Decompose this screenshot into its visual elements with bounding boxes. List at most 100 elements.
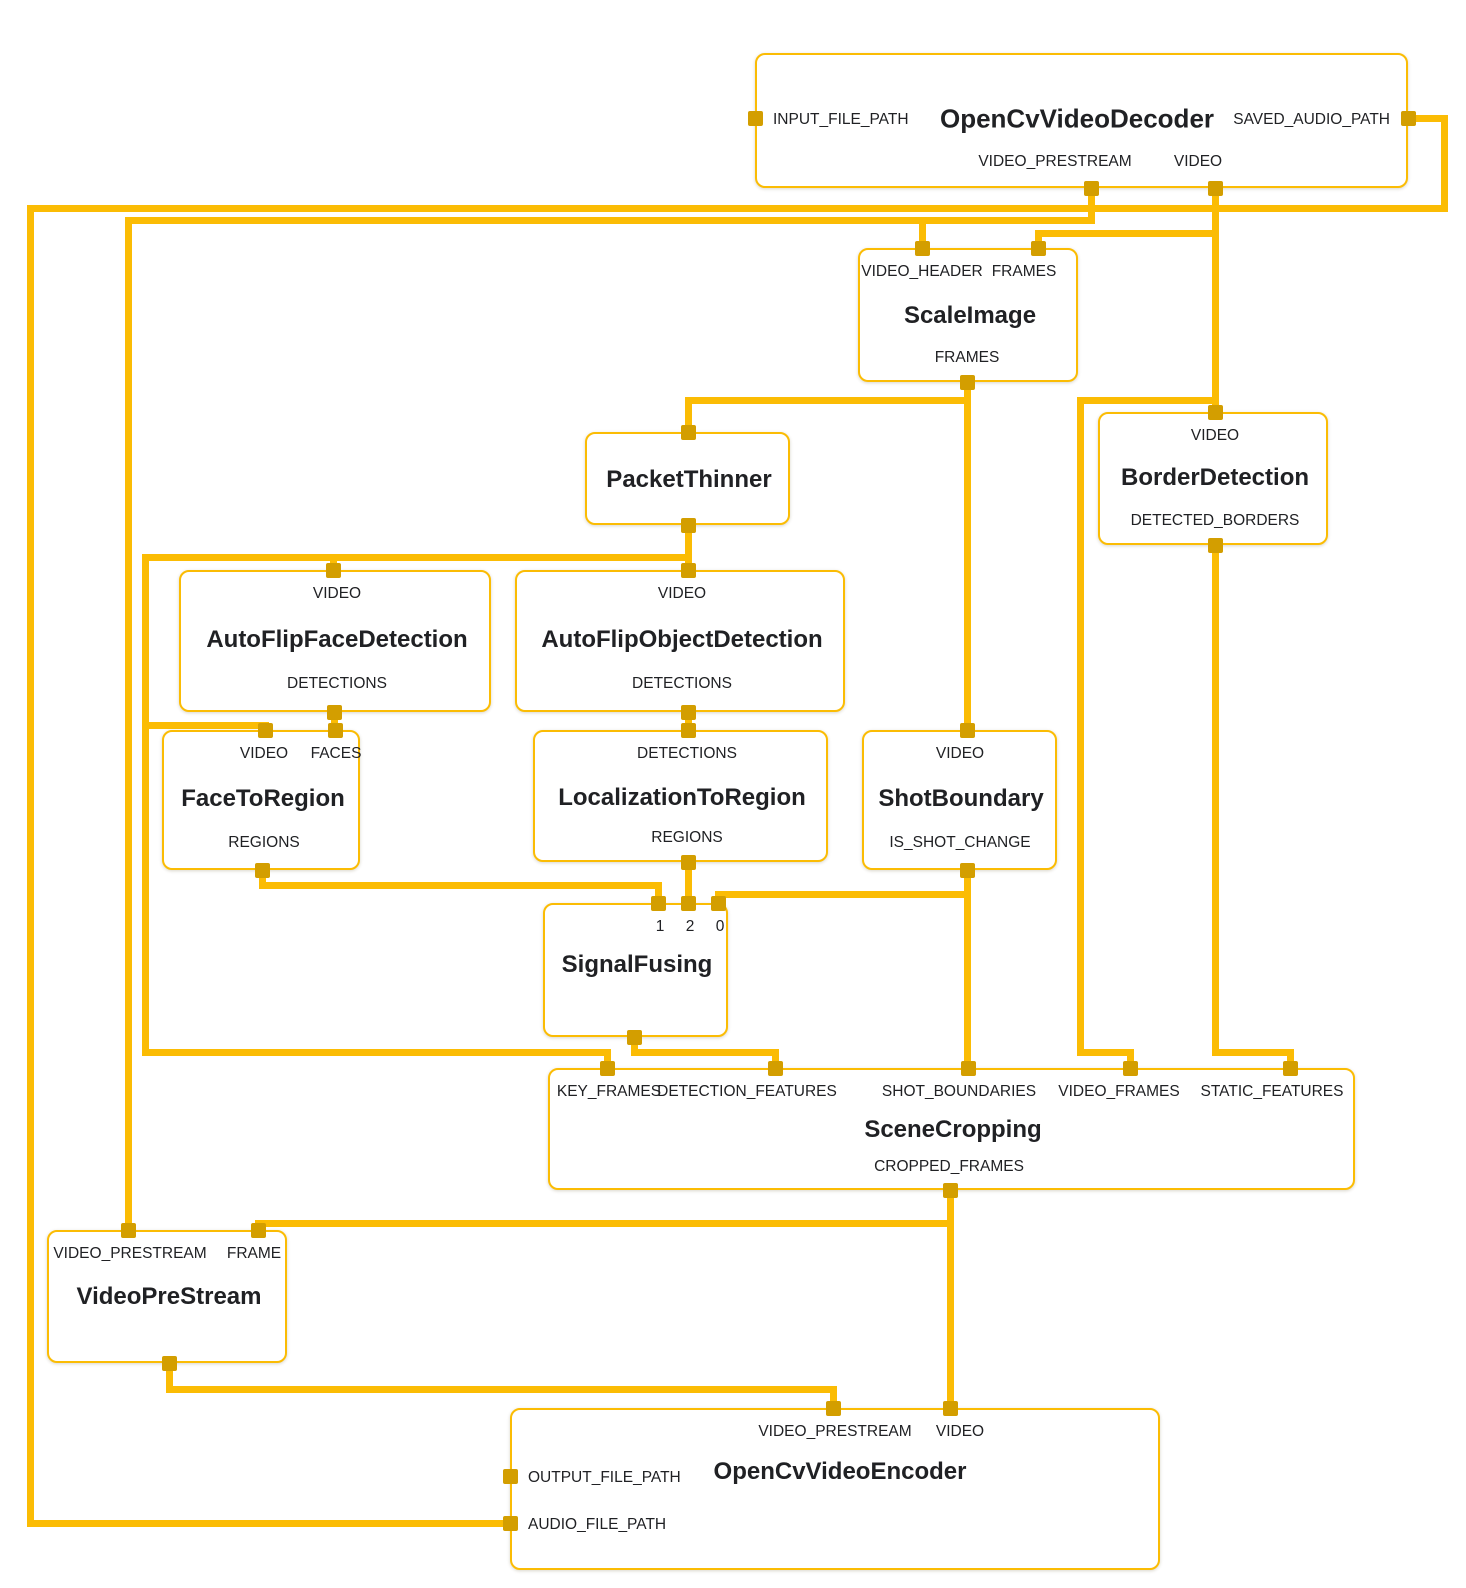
- port-label-1: 1: [655, 918, 665, 935]
- port[interactable]: [327, 722, 343, 738]
- node-localizationtoregion[interactable]: DETECTIONS LocalizationToRegion REGIONS: [533, 730, 828, 862]
- port[interactable]: [1207, 180, 1223, 196]
- port[interactable]: [680, 517, 696, 533]
- edge-wire: [1076, 1048, 1134, 1056]
- port[interactable]: [120, 1222, 136, 1238]
- edge-wire: [771, 1048, 779, 1072]
- edge-wire: [1211, 184, 1219, 416]
- port-label-shot-boundaries: SHOT_BOUNDARIES: [881, 1083, 1037, 1100]
- port-label-detections: DETECTIONS: [632, 675, 732, 692]
- port[interactable]: [914, 240, 930, 256]
- port-label-saved-audio-path: SAVED_AUDIO_PATH: [1233, 111, 1390, 128]
- port[interactable]: [680, 424, 696, 440]
- port[interactable]: [650, 895, 666, 911]
- node-scaleimage[interactable]: VIDEO_HEADER FRAMES ScaleImage FRAMES: [858, 248, 1078, 382]
- port[interactable]: [747, 110, 763, 126]
- port-label-video-prestream: VIDEO_PRESTREAM: [758, 1423, 912, 1440]
- node-videoprestream[interactable]: VIDEO_PRESTREAM FRAME VideoPreStream: [47, 1230, 287, 1363]
- edge-wire: [330, 708, 338, 734]
- port[interactable]: [680, 722, 696, 738]
- edge-wire: [124, 216, 1095, 224]
- port-label-frame: FRAME: [226, 1245, 282, 1262]
- port[interactable]: [680, 854, 696, 870]
- port[interactable]: [1207, 537, 1223, 553]
- edge-wire: [1440, 114, 1448, 212]
- port[interactable]: [1083, 180, 1099, 196]
- port-label-video: VIDEO: [1190, 427, 1240, 444]
- port[interactable]: [959, 374, 975, 390]
- node-title: LocalizationToRegion: [558, 784, 806, 811]
- port-label-video: VIDEO: [657, 585, 707, 602]
- port[interactable]: [942, 1182, 958, 1198]
- node-signalfusing[interactable]: 1 2 0 SignalFusing: [543, 903, 728, 1037]
- port-label-video: VIDEO: [239, 745, 289, 762]
- node-packetthinner[interactable]: PacketThinner: [585, 432, 790, 525]
- port[interactable]: [680, 562, 696, 578]
- port[interactable]: [326, 704, 342, 720]
- node-borderdetection[interactable]: VIDEO BorderDetection DETECTED_BORDERS: [1098, 412, 1328, 545]
- node-facetoregion[interactable]: VIDEO FACES FaceToRegion REGIONS: [162, 730, 361, 870]
- edge-wire: [1034, 229, 1219, 237]
- port[interactable]: [825, 1400, 841, 1416]
- port[interactable]: [250, 1222, 266, 1238]
- port-label-video: VIDEO: [935, 745, 985, 762]
- edge-wire: [630, 1048, 779, 1056]
- node-autoflipobjectdetection[interactable]: VIDEO AutoFlipObjectDetection DETECTIONS: [515, 570, 845, 712]
- node-scenecropping[interactable]: KEY_FRAMES DETECTION_FEATURES SHOT_BOUND…: [548, 1068, 1355, 1190]
- port[interactable]: [710, 895, 726, 911]
- port-label-video: VIDEO: [312, 585, 362, 602]
- edge-wire: [141, 721, 269, 729]
- port-label-video-frames: VIDEO_FRAMES: [1058, 1083, 1180, 1100]
- port[interactable]: [502, 1515, 518, 1531]
- port-label-detections: DETECTIONS: [637, 745, 737, 762]
- edge-wire: [684, 521, 692, 574]
- port-label-detections: DETECTIONS: [287, 675, 387, 692]
- node-opencvvideodecoder[interactable]: INPUT_FILE_PATH OpenCvVideoDecoder SAVED…: [755, 53, 1408, 188]
- edge-wire: [714, 890, 971, 898]
- port[interactable]: [680, 895, 696, 911]
- port[interactable]: [942, 1400, 958, 1416]
- port[interactable]: [960, 1060, 976, 1076]
- port-label-regions: REGIONS: [651, 829, 723, 846]
- node-title: ShotBoundary: [878, 785, 1044, 812]
- node-opencvvideoencoder[interactable]: VIDEO_PRESTREAM VIDEO OpenCvVideoEncoder…: [510, 1408, 1160, 1570]
- edge-wire: [254, 1219, 954, 1227]
- node-autoflipfacedetection[interactable]: VIDEO AutoFlipFaceDetection DETECTIONS: [179, 570, 491, 712]
- port[interactable]: [767, 1060, 783, 1076]
- port[interactable]: [1030, 240, 1046, 256]
- port[interactable]: [680, 704, 696, 720]
- port[interactable]: [959, 722, 975, 738]
- edge-wire: [684, 858, 692, 907]
- port[interactable]: [1400, 110, 1416, 126]
- edge-wire: [124, 216, 132, 1234]
- port[interactable]: [325, 562, 341, 578]
- port[interactable]: [959, 862, 975, 878]
- edge-wire: [1087, 184, 1095, 224]
- port-label-static-features: STATIC_FEATURES: [1200, 1083, 1344, 1100]
- port-label-output-file-path: OUTPUT_FILE_PATH: [528, 1469, 681, 1486]
- port-label-detected-borders: DETECTED_BORDERS: [1130, 512, 1300, 529]
- port-label-regions: REGIONS: [228, 834, 300, 851]
- port[interactable]: [626, 1029, 642, 1045]
- node-shotboundary[interactable]: VIDEO ShotBoundary IS_SHOT_CHANGE: [862, 730, 1057, 870]
- port-label-frames-in: FRAMES: [991, 263, 1057, 280]
- port-label-frames-out: FRAMES: [934, 349, 1000, 366]
- port[interactable]: [257, 722, 273, 738]
- port[interactable]: [502, 1468, 518, 1484]
- port[interactable]: [1122, 1060, 1138, 1076]
- node-title: PacketThinner: [606, 466, 772, 493]
- node-title: SignalFusing: [561, 951, 713, 978]
- port[interactable]: [599, 1060, 615, 1076]
- port[interactable]: [1282, 1060, 1298, 1076]
- port[interactable]: [161, 1355, 177, 1371]
- port[interactable]: [1207, 404, 1223, 420]
- port-label-video: VIDEO: [935, 1423, 985, 1440]
- edge-wire: [165, 1359, 173, 1393]
- port-label-input-file-path: INPUT_FILE_PATH: [773, 111, 909, 128]
- port[interactable]: [254, 862, 270, 878]
- port-label-video-prestream: VIDEO_PRESTREAM: [53, 1245, 207, 1262]
- edge-wire: [26, 204, 34, 1527]
- edge-wire: [946, 1186, 954, 1412]
- edge-wire: [963, 378, 971, 734]
